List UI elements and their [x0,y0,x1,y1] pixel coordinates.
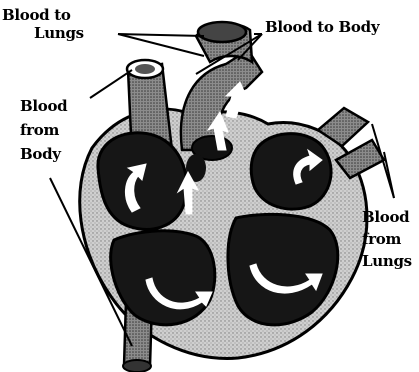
label-blood-from-lungs: Blood from Lungs [362,206,412,272]
inferior-vena-cava-opening [123,360,151,372]
label-blood-to-lungs-line2: Lungs [2,24,84,42]
label-blood-from-body-line1: Blood [20,94,67,118]
label-blood-to-lungs-line1: Blood to [2,6,84,24]
label-blood-to-body: Blood to Body [265,18,379,36]
label-blood-from-body-line3: Body [20,142,67,166]
label-blood-from-body-line2: from [20,118,67,142]
leader-blood-from-body-1 [90,70,132,98]
label-blood-from-lungs-line3: Lungs [362,250,412,272]
label-blood-from-lungs-line1: Blood [362,206,412,228]
left-atrium [251,134,331,209]
pulmonary-opening [198,22,246,42]
label-blood-from-lungs-line2: from [362,228,412,250]
label-blood-from-body: Blood from Body [20,94,67,166]
leader-blood-to-lungs-1 [118,34,204,36]
label-blood-to-lungs: Blood to Lungs [2,6,84,42]
right-atrium [98,133,187,230]
leader-blood-to-lungs-2 [118,34,204,56]
leader-blood-from-lungs-2 [384,152,394,198]
label-blood-to-body-text: Blood to Body [265,18,379,36]
vena-cava-inner [135,64,155,74]
